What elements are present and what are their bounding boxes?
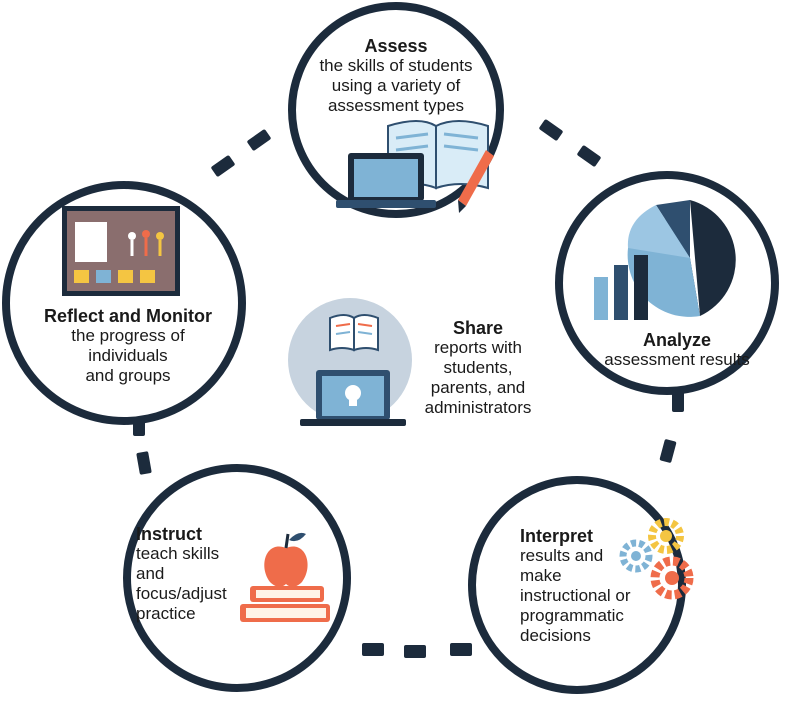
instruct-line: focus/adjust [136, 584, 227, 603]
instruct-title: Instruct [136, 524, 203, 544]
share-line: administrators [424, 398, 532, 417]
assess-line: using a variety of [331, 76, 461, 95]
interpret-ring [468, 476, 686, 694]
reflect-line: the progress of [71, 326, 185, 345]
analyze-line: assessment results [604, 350, 750, 369]
analyze-text: Analyze assessment results [592, 330, 762, 370]
interpret-line: results and [520, 546, 604, 565]
books-icon [240, 586, 330, 622]
gears-icon [619, 518, 694, 600]
share-book-icon [329, 314, 379, 352]
share-icon-group [288, 298, 412, 426]
share-line: reports with [434, 338, 522, 357]
bar-chart-icon [594, 255, 648, 320]
reflect-line: and groups [85, 366, 171, 385]
share-text: Share reports with students, parents, an… [418, 318, 538, 418]
connector-dashes [133, 119, 684, 658]
share-line: students, [443, 358, 513, 377]
instruct-line: practice [136, 604, 196, 623]
lightbulb-icon [300, 370, 406, 426]
pencil-icon [458, 150, 494, 213]
instruct-ring [123, 464, 351, 692]
reflect-title: Reflect and Monitor [43, 306, 212, 326]
interpret-line: instructional or [520, 586, 631, 605]
reflect-line: individuals [88, 346, 168, 365]
bulletin-board-icon [62, 206, 180, 296]
interpret-text: Interpret results and make instructional… [520, 526, 660, 646]
apple-icon [264, 532, 308, 587]
interpret-title: Interpret [520, 526, 594, 546]
instruct-line: teach skills [136, 544, 220, 563]
interpret-line: make [520, 566, 562, 585]
assess-title: Assess [364, 36, 428, 56]
assess-line: the skills of students [319, 56, 473, 75]
assess-line: assessment types [327, 96, 465, 115]
reflect-text: Reflect and Monitor the progress of indi… [28, 306, 228, 386]
interpret-line: programmatic [520, 606, 624, 625]
interpret-line: decisions [520, 626, 591, 645]
instruct-line: and [136, 564, 165, 583]
analyze-title: Analyze [642, 330, 712, 350]
share-title: Share [452, 318, 504, 338]
instruct-text: Instruct teach skills and focus/adjust p… [136, 524, 256, 624]
laptop-icon [336, 153, 436, 208]
assess-text: Assess the skills of students using a va… [296, 36, 496, 116]
share-line: parents, and [430, 378, 526, 397]
